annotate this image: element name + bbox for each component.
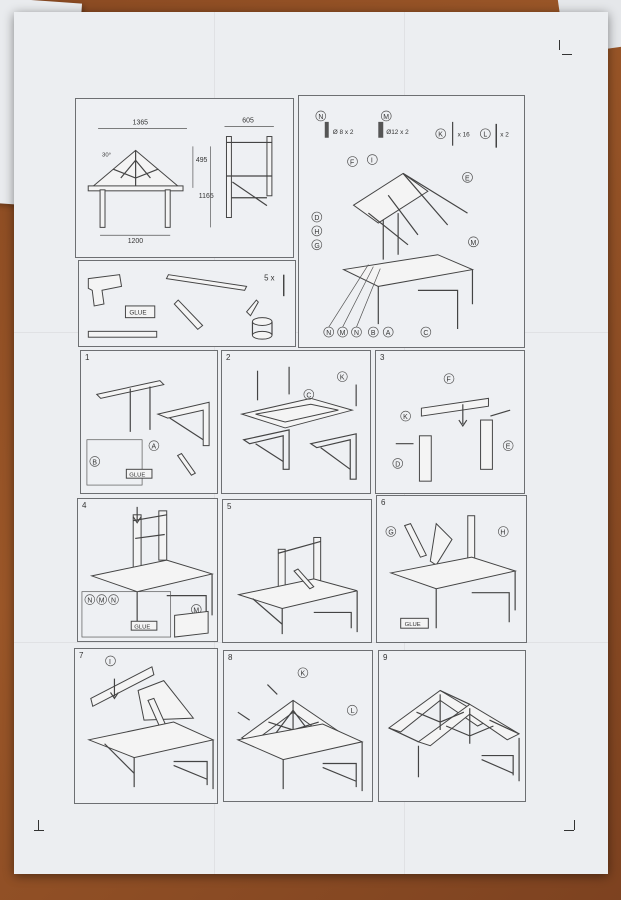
dim-angle: 30° [102,152,111,158]
screws-count: 5 x [264,274,275,283]
dim-width-bottom: 1200 [128,238,144,245]
step-number: 8 [228,653,233,662]
parts-panel: N Ø 8 x 2 M Ø12 x 2 K x 16 L x 2 F I E D [298,95,525,348]
callout-b: B [92,459,97,466]
callout-d: D [395,461,400,468]
svg-text:I: I [371,158,373,165]
callout-i: I [109,659,111,666]
glue-tube-icon: GLUE [124,305,156,319]
part-m-label: M [383,114,389,121]
step-number: 1 [85,353,90,362]
callout-k: K [340,375,345,382]
svg-text:D: D [314,215,319,222]
hammer-icon [173,299,204,331]
part-k-spec: x 16 [458,132,471,139]
crop-mark [574,820,585,830]
callout-k: K [300,671,305,678]
callout-k: K [403,414,408,421]
svg-text:N: N [354,330,359,337]
dim-width-top: 1365 [133,120,149,127]
instruction-sheet: 1365 30° 495 1165 1200 605 N Ø 8 x 2 M [14,12,608,874]
callout-f: F [447,377,451,384]
svg-text:H: H [314,229,319,236]
step-6-panel: 6 G H GLUE [376,495,527,643]
part-n-spec: Ø 8 x 2 [333,129,354,136]
svg-text:M: M [193,607,199,614]
paint-can-icon [251,317,273,326]
svg-text:N: N [326,330,331,337]
step-3-panel: 3 F K D E [375,350,525,494]
step-number: 4 [82,501,87,510]
part-l-spec: x 2 [500,132,509,139]
step-number: 2 [226,353,231,362]
hammer-icon [176,452,197,476]
dimensions-panel: 1365 30° 495 1165 1200 605 [75,98,294,258]
svg-text:C: C [423,330,428,337]
crop-mark [34,830,44,841]
callout-h: H [500,529,505,536]
crop-mark [38,820,49,830]
step-number: 5 [227,502,232,511]
step-4-panel: 4 N M N M GLUE [77,498,218,642]
svg-text:GLUE: GLUE [129,310,146,317]
hammer-icon [293,568,315,590]
step-number: 6 [381,498,386,507]
step-number: 9 [383,653,388,662]
svg-text:N: N [87,598,92,605]
svg-text:E: E [465,175,470,182]
dowel-callouts: N M N M [84,594,202,615]
step-2-panel: 2 C K [221,350,371,494]
svg-text:M: M [99,598,105,605]
glue-label: GLUE [129,473,145,479]
step-1-panel: 1 A B GLUE [80,350,218,494]
dim-total-height: 1165 [199,193,214,200]
callout-c: C [306,392,311,399]
callout-g: G [388,529,393,536]
svg-text:A: A [386,330,391,337]
callout-a: A [151,444,156,451]
crop-mark [562,54,572,65]
dowel-icon [324,121,329,138]
part-m-spec: Ø12 x 2 [386,129,409,136]
drill-icon [87,274,123,307]
step-9-panel: 9 [378,650,526,802]
dim-roof-height: 495 [196,157,208,164]
exploded-callouts: F I E D H G M N M N B A C [311,154,479,338]
crop-mark [564,830,574,841]
step-number: 7 [79,651,84,660]
step-7-panel: 7 I [74,648,218,804]
step-number: 3 [380,353,385,362]
callout-l: L [351,708,355,715]
svg-text:F: F [350,160,354,167]
part-k-label: K [438,132,443,139]
part-l-label: L [483,132,487,139]
callout-e: E [506,444,511,451]
svg-text:M: M [340,330,346,337]
glue-label: GLUE [134,625,150,631]
svg-text:G: G [314,243,319,250]
svg-text:B: B [371,330,376,337]
brush-icon [245,299,259,317]
part-n-label: N [318,114,323,121]
dowel-icon [378,121,384,138]
crop-mark [559,40,570,50]
step-5-panel: 5 [222,499,372,643]
svg-text:N: N [111,598,116,605]
spirit-level-icon [87,330,158,338]
tools-panel: GLUE 5 x [78,260,296,347]
dim-depth: 605 [242,118,254,125]
svg-text:M: M [470,240,476,247]
glue-label: GLUE [405,622,421,628]
step-8-panel: 8 K L [223,650,373,802]
saw-blade-icon [165,274,248,291]
